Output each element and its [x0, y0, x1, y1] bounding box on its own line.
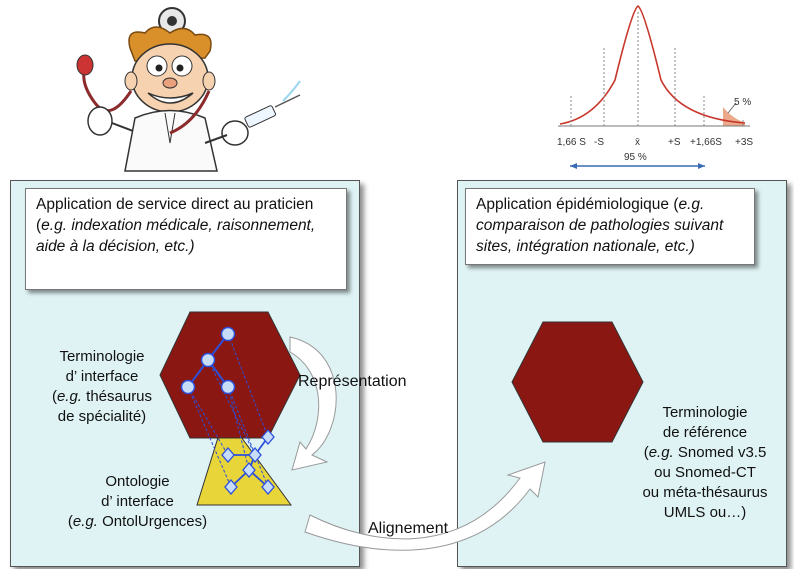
label-line: Terminologie: [59, 348, 145, 365]
label-text: thésaurus: [81, 388, 153, 405]
tick-label: +1,66S: [690, 137, 722, 148]
label-line: d’ interface: [101, 493, 174, 510]
alignment-arrow: [304, 461, 546, 551]
representation-arrow: [289, 336, 337, 471]
label-line: de spécialité): [57, 408, 147, 425]
terminology-node: [220, 326, 236, 342]
eg-text: e.g.: [648, 444, 674, 461]
label-line: (e.g. thésaurus: [51, 388, 153, 405]
label-line: UMLS ou…): [663, 504, 747, 521]
label-text: Snomed v3.5: [673, 444, 767, 461]
label-line: Ontologie: [105, 473, 170, 490]
label-line: (e.g. OntolUrgences): [67, 513, 208, 530]
terminology-node: [200, 352, 216, 368]
tail-percent-label: 5 %: [734, 97, 751, 108]
ontology-node: [261, 479, 275, 495]
terminology-node: [220, 379, 236, 395]
caption-eg: e.g.: [41, 217, 68, 234]
label-text: OntolUrgences): [97, 513, 208, 530]
caption-italic: e.g. comparaison de pathologies suivant …: [476, 196, 724, 255]
range-percent-label: 95 %: [624, 152, 647, 163]
ontology-node: [221, 447, 235, 463]
eg-text: e.g.: [72, 513, 98, 530]
eg-text: e.g.: [56, 388, 82, 405]
alignment-label: Alignement: [368, 520, 449, 537]
tick-label: 1,66 S: [557, 137, 586, 148]
label-line: d’ interface: [65, 368, 139, 385]
ontology-node: [261, 429, 275, 445]
label-line: de référence: [662, 424, 748, 441]
reference-terminology-label: Terminologie de référence (e.g. Snomed v…: [625, 403, 785, 523]
caption-text: Application de service direct au pratici…: [36, 196, 314, 234]
label-line: ou Snomed-CT: [654, 464, 756, 481]
label-line: ou méta-thésaurus: [642, 484, 768, 501]
representation-label: Représentation: [298, 373, 407, 390]
ontology-node: [224, 479, 238, 495]
distribution-curve: 5 % 1,66 S -S x̄ +S +1,66S +3S 95 %: [557, 5, 753, 169]
interface-ontology-label: Ontologie d’ interface (e.g. OntolUrgenc…: [55, 472, 220, 532]
doctor-illustration: [76, 7, 301, 172]
caption-italic: indexation médicale, raisonnement, aide …: [36, 217, 316, 255]
tick-label: -S: [594, 137, 604, 148]
tick-label: x̄: [635, 137, 640, 148]
terminology-node: [180, 379, 196, 395]
ontology-node: [248, 447, 262, 463]
interface-terminology-label: Terminologie d’ interface (e.g. thésauru…: [27, 347, 177, 427]
caption-text: Application épidémiologique (: [476, 196, 679, 213]
label-line: (e.g. Snomed v3.5: [643, 444, 767, 461]
tick-label: +3S: [735, 137, 753, 148]
reference-terminology-hexagon: [511, 321, 644, 443]
ontology-node: [242, 462, 256, 478]
label-line: Terminologie: [662, 404, 748, 421]
left-panel-caption: Application de service direct au pratici…: [25, 188, 347, 290]
right-panel-caption: Application épidémiologique (e.g. compar…: [465, 188, 755, 265]
tick-label: +S: [668, 137, 681, 148]
